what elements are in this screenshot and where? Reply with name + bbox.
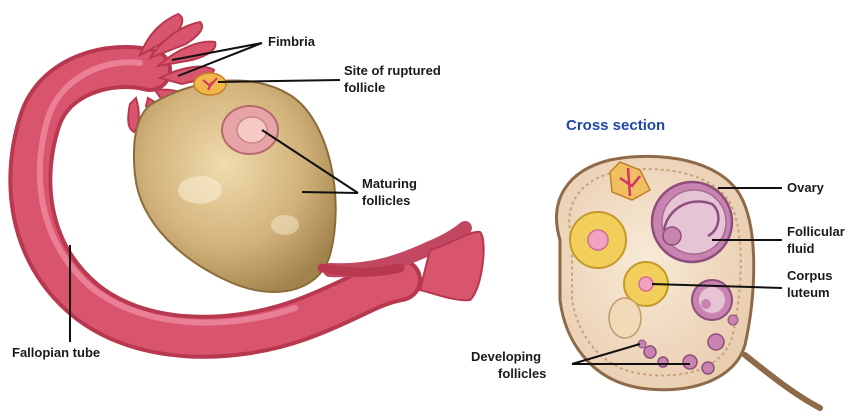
label-cross-section: Cross section (566, 117, 665, 134)
label-maturing-line1: Maturing (362, 176, 417, 192)
label-fluid-line2: fluid (787, 241, 814, 257)
ovary-cross-section (557, 156, 820, 408)
label-fallopian-tube: Fallopian tube (12, 345, 100, 361)
label-ruptured-line1: Site of ruptured (344, 63, 441, 79)
label-corpus-line1: Corpus (787, 268, 833, 284)
label-maturing-line2: follicles (362, 193, 410, 209)
label-fimbria: Fimbria (268, 34, 315, 50)
label-ovary: Ovary (787, 180, 824, 196)
label-developing-line2: follicles (498, 366, 546, 382)
label-developing-line1: Developing (471, 349, 541, 365)
label-fluid-line1: Follicular (787, 224, 845, 240)
leader-maturing-2 (302, 192, 358, 193)
label-ruptured-line2: follicle (344, 80, 385, 96)
label-corpus-line2: luteum (787, 285, 830, 301)
ovary-external (134, 73, 400, 292)
